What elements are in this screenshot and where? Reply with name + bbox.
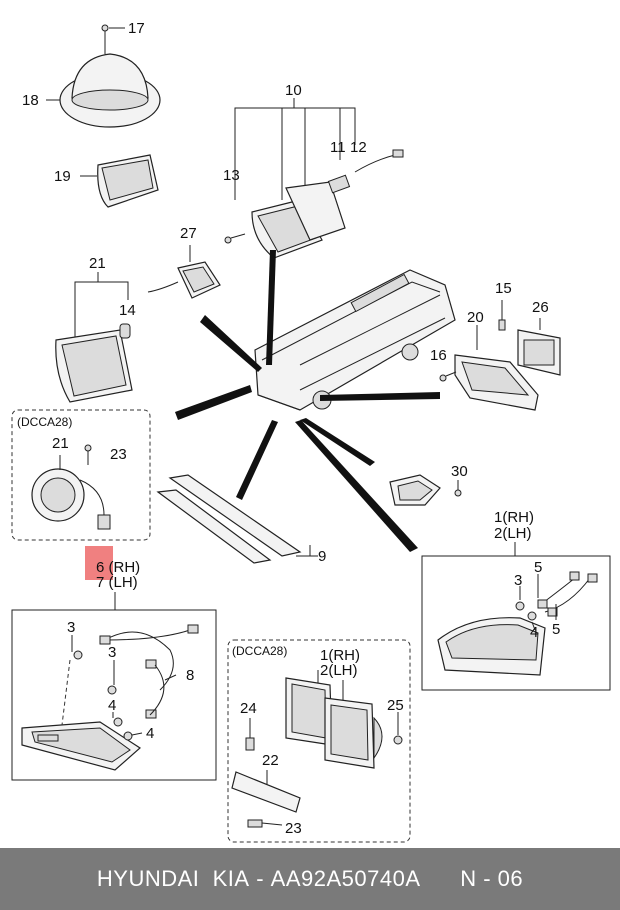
headlamp-assembly [224, 98, 404, 259]
callout-19: 19 [54, 168, 71, 185]
callout-2-lh-right: 2(LH) [494, 525, 532, 542]
callout-17: 17 [128, 20, 145, 37]
callout-1-rh-right: 1(RH) [494, 509, 534, 526]
fog-lamp-21-variant [31, 444, 111, 530]
callout-22: 22 [262, 752, 279, 769]
callout-10: 10 [285, 82, 302, 99]
reflector-strip-9 [156, 474, 318, 564]
callout-3-right: 3 [514, 572, 522, 589]
variant-box-left [11, 409, 151, 541]
callout-23-box: 23 [110, 446, 127, 463]
detail-box-6-7 [11, 609, 217, 781]
callout-24: 24 [240, 700, 257, 717]
callout-5-right-a: 5 [534, 559, 542, 576]
callout-11: 11 [330, 139, 346, 156]
lamp-27 [147, 245, 221, 299]
variant-box-bottom [227, 639, 411, 843]
callout-23-bottom: 23 [285, 820, 302, 837]
detail-box-1-2-right [421, 555, 611, 691]
callout-21-top: 21 [89, 255, 106, 272]
parts-diagram: 17 18 19 10 11 12 13 27 [11, 20, 611, 843]
footer-brand: HYUNDAI KIA [96, 866, 250, 891]
callout-4-right: 4 [530, 624, 538, 641]
callout-15: 15 [495, 280, 512, 297]
variant-label-left: (DCCA28) [17, 415, 72, 429]
callout-13: 13 [223, 167, 240, 184]
callout-16: 16 [430, 347, 447, 364]
callout-3-box67-a: 3 [67, 619, 75, 636]
marker-lamp-19 [80, 154, 159, 208]
twin-headlamp [231, 670, 403, 828]
callout-2-lh-bottom: 2(LH) [320, 662, 358, 679]
callout-20: 20 [467, 309, 484, 326]
callout-5-right-b: 5 [552, 621, 560, 638]
callout-3-box67-b: 3 [108, 644, 116, 661]
dome-lamp-assembly [46, 24, 161, 128]
footer-page-code: N - 06 [460, 866, 524, 891]
tail-lamp-right [437, 571, 598, 676]
callout-8: 8 [186, 667, 194, 684]
callout-4-box67-a: 4 [108, 697, 116, 714]
callout-9: 9 [318, 548, 326, 565]
callout-30: 30 [451, 463, 468, 480]
tail-lamp-lh [21, 624, 199, 771]
footer-bar: HYUNDAI KIA - AA92A50740A N - 06 [0, 848, 620, 910]
callout-1-rh-bottom: 1(RH) [320, 647, 360, 664]
rear-parts-right [439, 300, 561, 411]
fog-lamp-21 [55, 272, 133, 403]
callout-6-rh: 6 (RH) [96, 559, 140, 576]
footer-separator: - [249, 866, 271, 891]
variant-label-bottom: (DCCA28) [232, 644, 287, 658]
highlight-marker [85, 546, 113, 580]
leader-bands [175, 250, 440, 552]
callout-4-box67-b: 4 [146, 725, 154, 742]
footer-part-number: AA92A50740A [270, 866, 421, 891]
callout-18: 18 [22, 92, 39, 109]
callout-25: 25 [387, 697, 404, 714]
callout-7-lh: 7 (LH) [96, 574, 138, 591]
bus-body [254, 269, 456, 411]
callout-14: 14 [119, 302, 136, 319]
callout-27: 27 [180, 225, 197, 242]
callout-21-box: 21 [52, 435, 69, 452]
footer-gap [421, 866, 461, 892]
side-marker-30 [389, 474, 462, 506]
callout-12: 12 [350, 139, 367, 156]
callout-26: 26 [532, 299, 549, 316]
